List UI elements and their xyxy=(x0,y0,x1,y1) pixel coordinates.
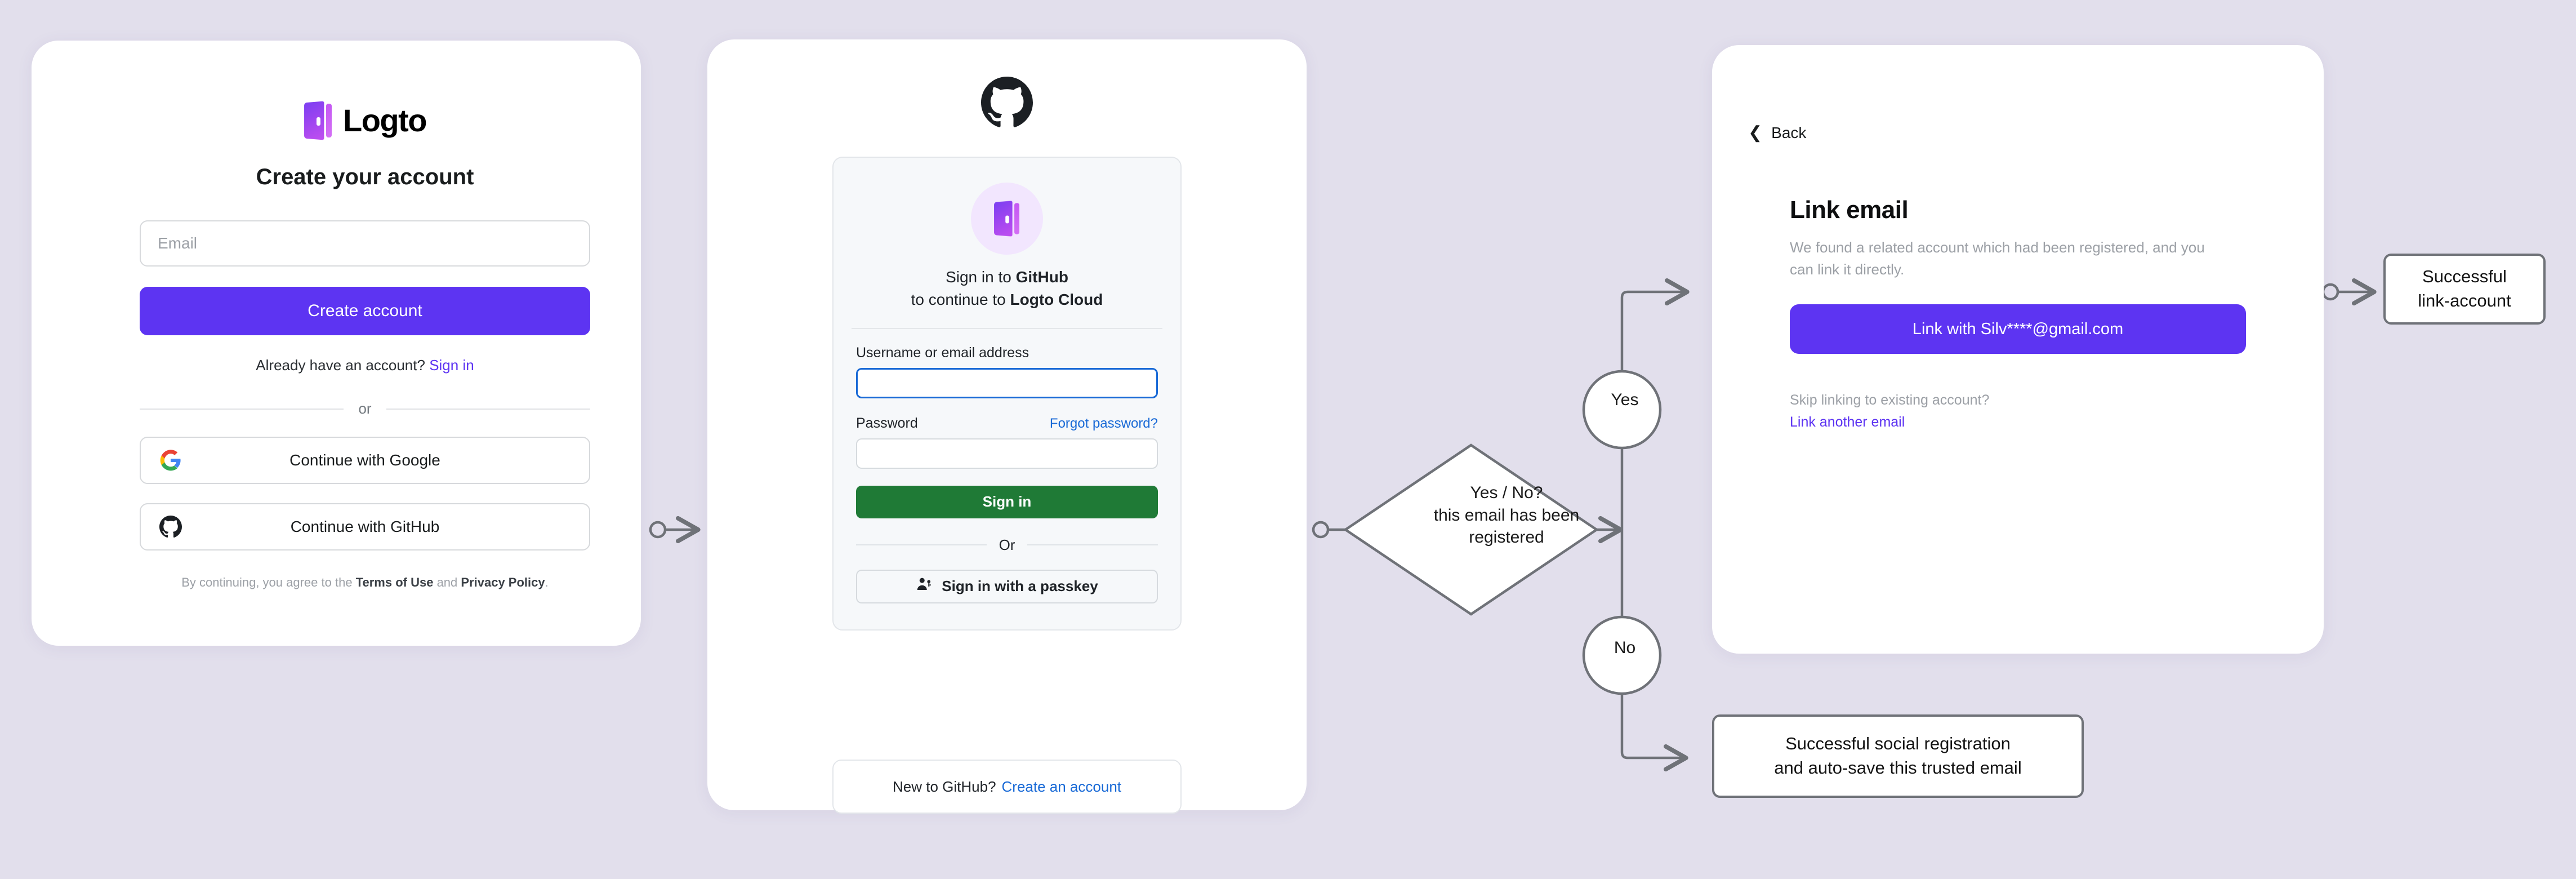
decision-node-label: Yes / No? this email has been registered xyxy=(1374,482,1639,549)
decision-line-1: Yes / No? xyxy=(1470,483,1543,502)
continue-with-google-button[interactable]: Continue with Google xyxy=(140,437,590,484)
or-divider: or xyxy=(140,400,590,418)
headline-line1-prefix: Sign in to xyxy=(946,268,1011,286)
sign-in-button[interactable]: Sign in xyxy=(856,485,1158,518)
headline-provider: GitHub xyxy=(1015,268,1068,286)
password-label: Password xyxy=(856,415,918,431)
social-success-line-2: and auto-save this trusted email xyxy=(1774,758,2022,778)
skip-linking-text: Skip linking to existing account? xyxy=(1790,392,1990,408)
logto-wordmark: Logto xyxy=(343,103,427,138)
github-signin-panel: Sign in to GitHub to continue to Logto C… xyxy=(832,157,1182,631)
passkey-label: Sign in with a passkey xyxy=(942,578,1098,594)
google-icon xyxy=(159,449,182,472)
back-label: Back xyxy=(1771,124,1807,141)
link-with-email-button[interactable]: Link with Silv****@gmail.com xyxy=(1790,304,2246,354)
headline-line2-prefix: to continue to xyxy=(911,290,1006,308)
continue-with-google-label: Continue with Google xyxy=(289,451,440,469)
divider-rule-right xyxy=(386,408,590,410)
new-to-github-footer: New to GitHub? Create an account xyxy=(832,760,1182,814)
create-an-account-link[interactable]: Create an account xyxy=(1001,778,1121,795)
already-have-account-row: Already have an account? Sign in xyxy=(140,357,590,374)
sign-in-with-passkey-button[interactable]: Sign in with a passkey xyxy=(856,569,1158,603)
back-button[interactable]: ❮ Back xyxy=(1748,124,1806,142)
github-icon xyxy=(159,515,182,539)
or-divider: Or xyxy=(856,536,1158,554)
github-signin-card: Sign in to GitHub to continue to Logto C… xyxy=(707,39,1307,814)
password-input[interactable] xyxy=(856,438,1158,469)
headline-app-name: Logto Cloud xyxy=(1010,290,1103,308)
no-branch-label: No xyxy=(1614,638,1636,657)
terms-of-use-link[interactable]: Terms of Use xyxy=(355,575,434,589)
page-title: Link email xyxy=(1790,196,1909,224)
continue-with-github-label: Continue with GitHub xyxy=(290,518,440,535)
link-account-success-box: Successful link-account xyxy=(2383,254,2546,325)
legal-period: . xyxy=(545,575,549,589)
divider-rule-left xyxy=(140,408,344,410)
forgot-password-link[interactable]: Forgot password? xyxy=(1049,415,1158,431)
link-email-card: ❮ Back Link email We found a related acc… xyxy=(1712,45,2324,654)
link-another-email-link[interactable]: Link another email xyxy=(1790,414,1905,430)
decision-line-2: this email has been xyxy=(1433,505,1580,525)
password-row: Password Forgot password? xyxy=(856,415,1158,432)
legal-text: By continuing, you agree to the Terms of… xyxy=(140,575,590,590)
page-title: Create your account xyxy=(256,165,474,189)
chevron-left-icon: ❮ xyxy=(1748,123,1763,142)
panel-divider xyxy=(852,327,1162,329)
email-input[interactable]: Email xyxy=(140,220,590,267)
legal-and: and xyxy=(436,575,458,589)
logto-signup-card: Logto Create your account Email Create a… xyxy=(32,41,641,646)
social-success-line-1: Successful social registration xyxy=(1785,734,2011,754)
yes-branch-label: Yes xyxy=(1611,390,1639,409)
logto-door-icon xyxy=(304,101,333,140)
sign-in-link[interactable]: Sign in xyxy=(429,357,474,374)
divider-label: or xyxy=(358,400,372,417)
divider-label: Or xyxy=(999,536,1015,553)
social-registration-success-box: Successful social registration and auto-… xyxy=(1712,714,2084,798)
create-account-button[interactable]: Create account xyxy=(140,287,590,335)
link-success-line-1: Successful xyxy=(2422,267,2507,287)
legal-prefix: By continuing, you agree to the xyxy=(181,575,353,589)
username-label: Username or email address xyxy=(856,344,1029,361)
github-icon xyxy=(981,77,1033,128)
continue-with-github-button[interactable]: Continue with GitHub xyxy=(140,503,590,551)
person-key-icon xyxy=(916,576,933,597)
page-description: We found a related account which had bee… xyxy=(1790,239,2205,278)
new-to-github-text: New to GitHub? xyxy=(893,778,996,795)
decision-line-3: registered xyxy=(1469,528,1544,547)
logto-logo: Logto xyxy=(140,97,590,144)
already-have-account-text: Already have an account? xyxy=(256,357,425,374)
divider-rule-left xyxy=(856,544,987,545)
logto-door-icon xyxy=(993,201,1020,237)
username-input[interactable] xyxy=(856,367,1158,398)
privacy-policy-link[interactable]: Privacy Policy xyxy=(461,575,545,589)
divider-rule-right xyxy=(1027,544,1158,545)
signin-headline: Sign in to GitHub to continue to Logto C… xyxy=(856,266,1158,311)
app-avatar xyxy=(971,183,1043,255)
link-success-line-2: link-account xyxy=(2418,291,2511,310)
